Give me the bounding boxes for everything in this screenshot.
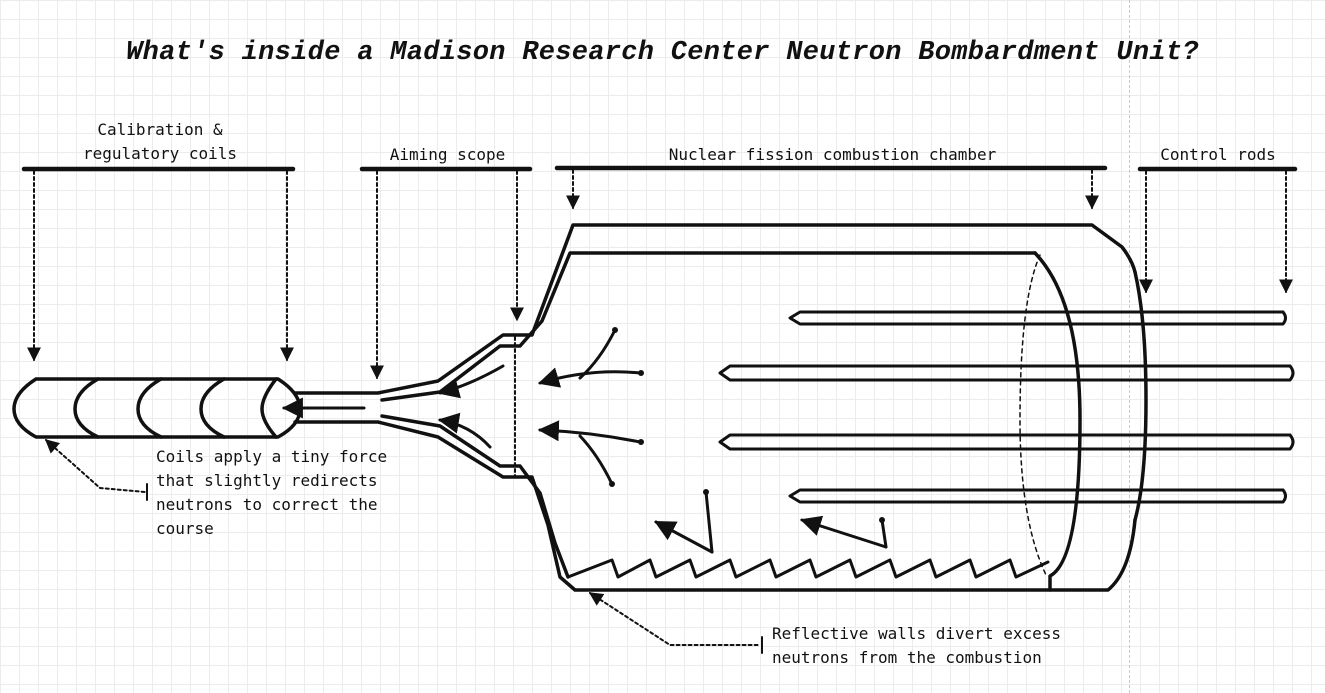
- chamber-label: Nuclear fission combustion chamber: [668, 145, 997, 164]
- control-rod-3: [718, 433, 1295, 451]
- rods-label: Control rods: [1160, 145, 1276, 164]
- neutron-arrow-nozzle-upper: [437, 364, 505, 399]
- deflect-line-right: [880, 518, 888, 549]
- deflected-arrow-right: [800, 515, 888, 549]
- reflective-wall-zigzag: [566, 558, 1050, 579]
- branch-upper: [578, 328, 617, 380]
- control-rod-4: [788, 488, 1287, 504]
- chamber-end-cap: [1133, 270, 1148, 522]
- calibration-coils: [12, 377, 302, 439]
- walls-note: Reflective walls divert excess neutrons …: [772, 624, 1061, 667]
- walls-note-leader: [588, 592, 761, 646]
- coils-note: Coils apply a tiny force that slightly r…: [156, 447, 388, 538]
- diagram-title: What's inside a Madison Research Center …: [126, 38, 1199, 68]
- nozzle-wall: [293, 223, 1137, 592]
- deflect-line-left: [704, 490, 714, 554]
- chamber-hidden-edge: [1019, 254, 1047, 576]
- scope-label: Aiming scope: [389, 145, 506, 164]
- neutron-arrow-lower: [537, 420, 642, 444]
- deflected-arrow-left: [654, 520, 714, 554]
- control-rod-2: [718, 364, 1295, 382]
- control-rod-1: [788, 310, 1287, 326]
- neutron-arrow-upper: [537, 367, 642, 388]
- branch-lower: [578, 434, 614, 486]
- control-rods: [718, 310, 1295, 504]
- coils-label: Calibration & regulatory coils: [82, 120, 238, 163]
- page-divider: [1129, 0, 1130, 693]
- coils-note-leader: [44, 439, 146, 493]
- neutron-arrow-nozzle-lower: [437, 412, 492, 449]
- chamber-inner-wall: [380, 251, 1082, 592]
